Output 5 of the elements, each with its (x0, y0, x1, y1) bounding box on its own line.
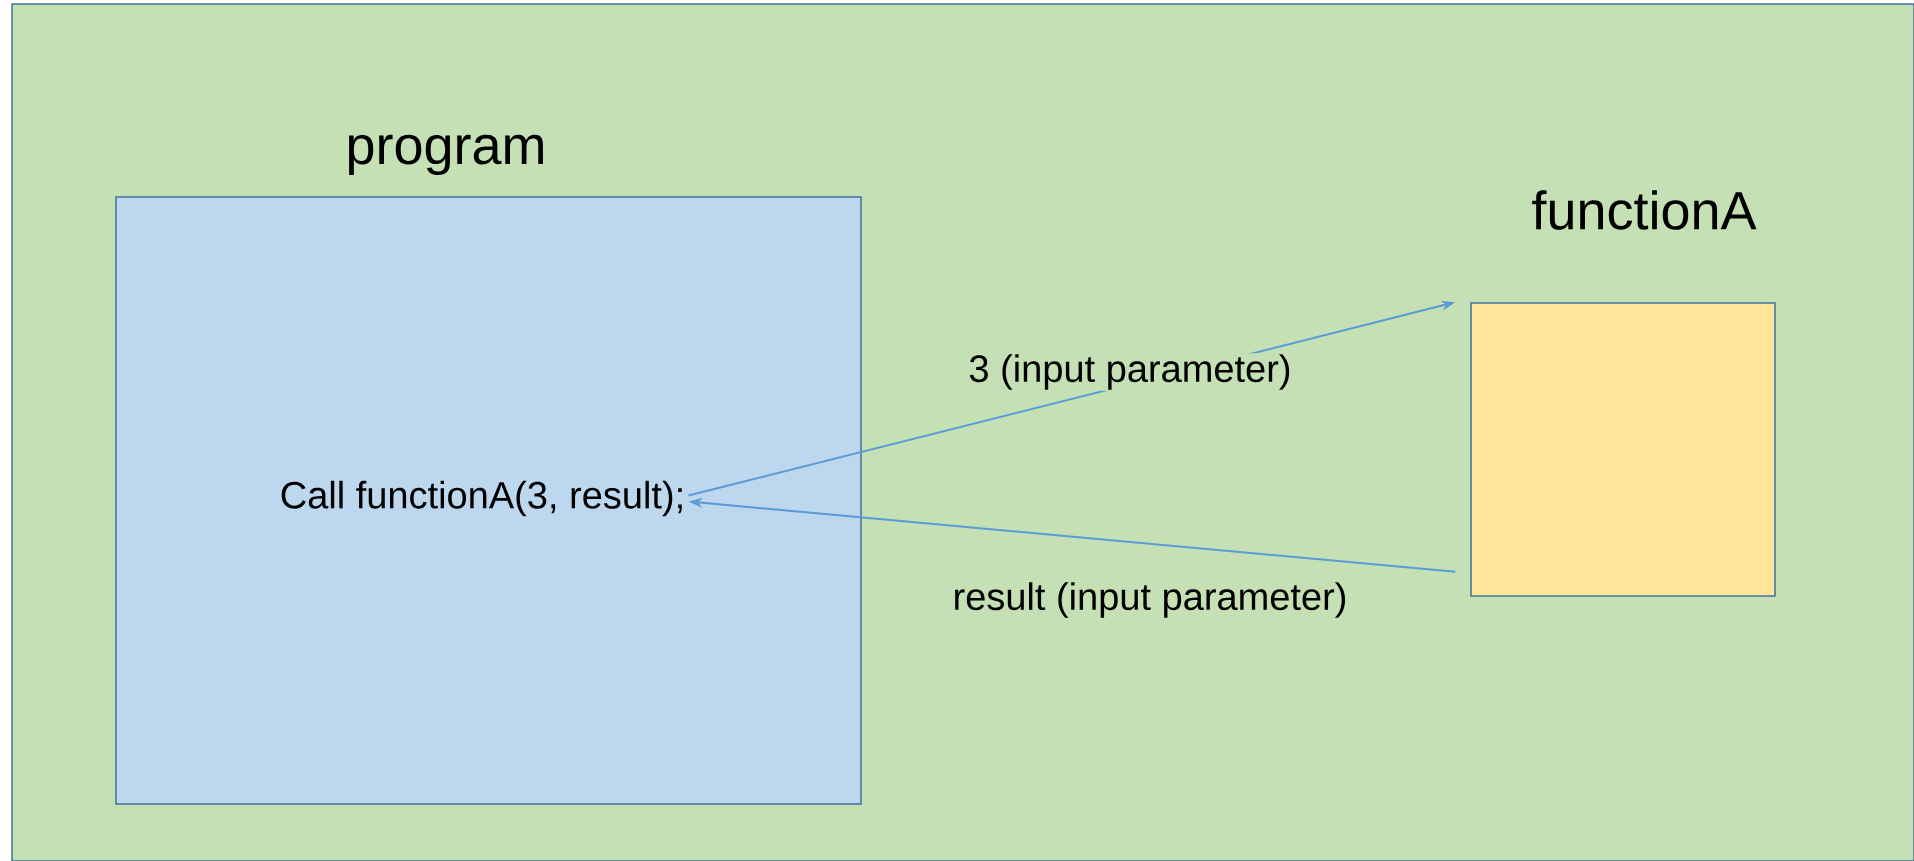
code-text: Call functionA(3, result); (281, 480, 682, 517)
box-title: functionA (1532, 190, 1757, 230)
edge-label: result (input parameter) (951, 581, 1349, 619)
box-title: program (348, 134, 543, 176)
edge-label: 3 (input parameter) (967, 353, 1293, 391)
